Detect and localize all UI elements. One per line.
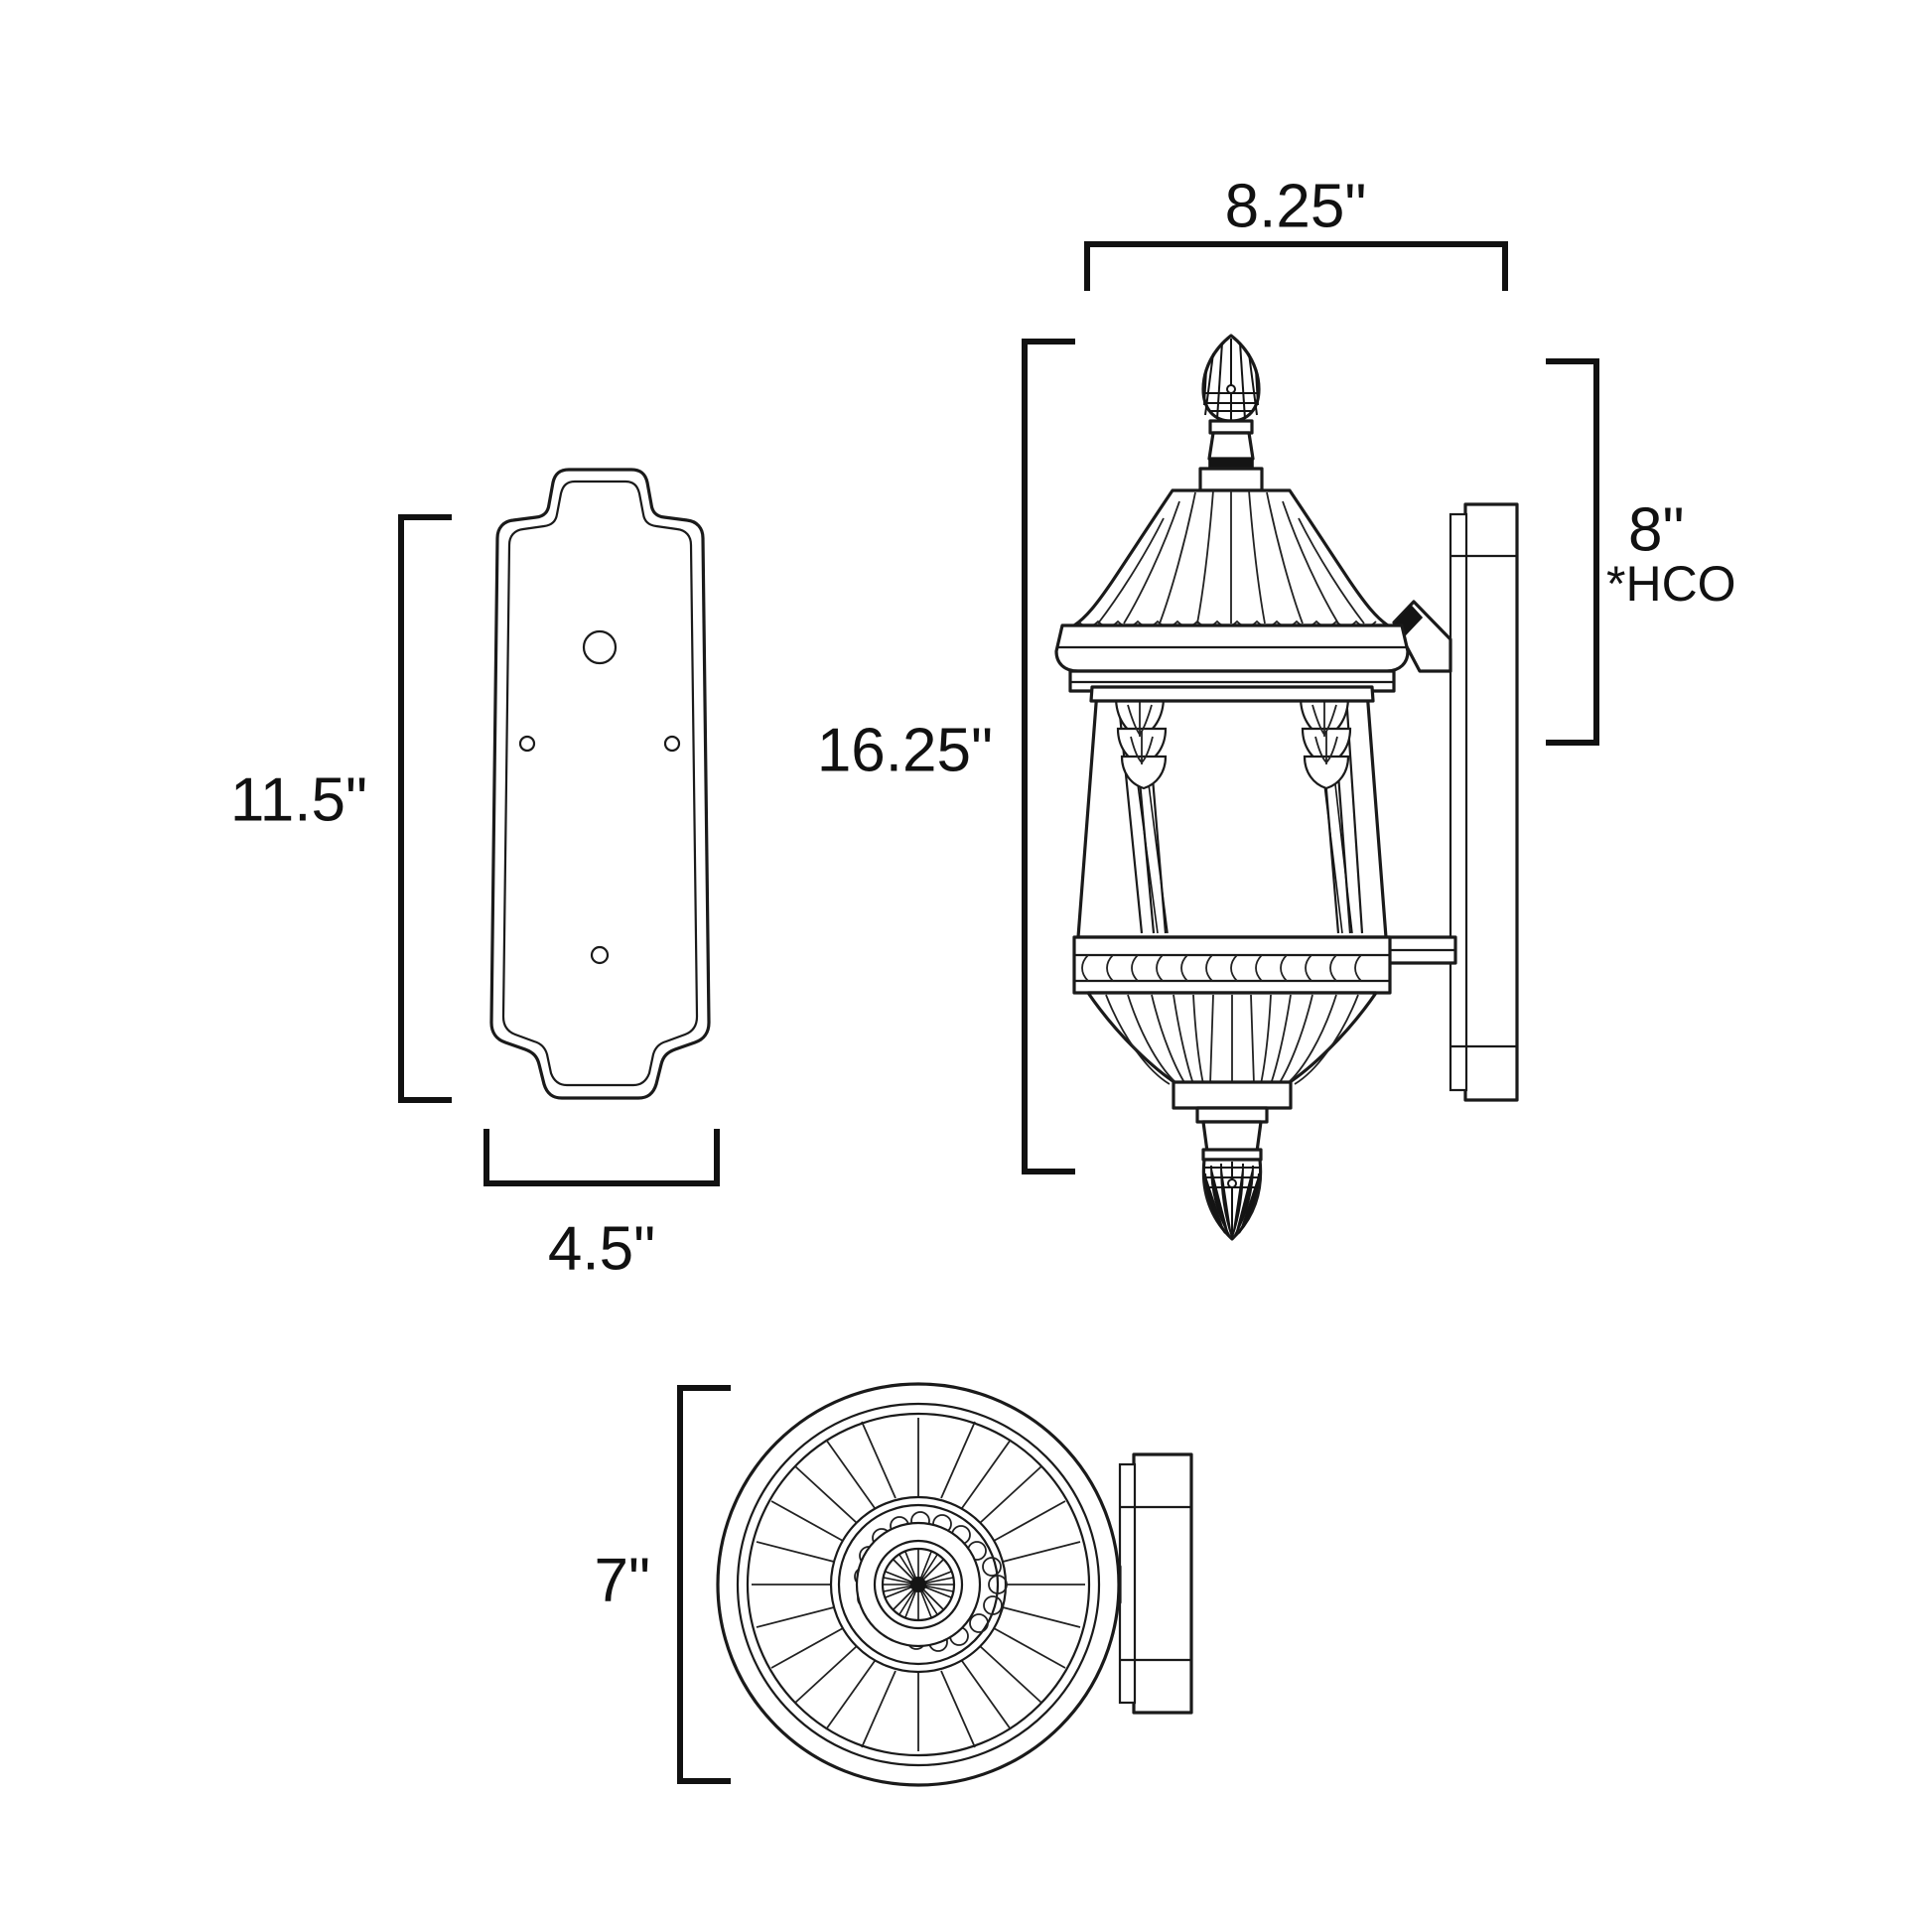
bead-band-beads [1081,954,1362,982]
dim-11-5-bracket [398,514,452,1103]
dimension-7-inches [677,1385,731,1784]
top-view-rosette [881,1547,956,1622]
top-view-third-ring [746,1412,1091,1757]
dimension-16-25-inches [1022,339,1075,1174]
lantern-crown [1054,488,1410,693]
top-view-wall-plate [1098,1452,1193,1715]
cage-top-rail [1089,685,1375,703]
lower-bowl-flutes [1105,994,1359,1085]
top-finial-plinth [1198,467,1264,492]
lantern-cage [1076,685,1388,939]
dim-8-25-bracket [1084,241,1508,291]
wall-plate-body [1463,502,1519,1102]
wall-mount-plate [1449,502,1519,1102]
dim-label-11-5: 11.5" [230,765,367,834]
bottom-finial-neck [1201,1120,1263,1154]
dimension-11-5-inches [398,514,452,1103]
dim-16-25-bracket [1022,339,1075,1174]
backplate-center-keyhole [582,629,618,665]
bottom-finial-hatch [1204,1162,1260,1239]
top-finial-bead [1226,384,1236,394]
wall-plate-edge [1449,512,1468,1092]
dim-label-16-25: 16.25" [817,716,993,784]
lantern-top-view [716,1382,1193,1787]
bottom-finial-collar-a [1195,1106,1269,1124]
lantern-bead-band [1072,935,1392,995]
cage-leaf-left [1114,695,1168,790]
top-finial-collar-a [1208,419,1254,435]
top-view-second-ring [736,1402,1101,1767]
lower-bowl-plinth [1172,1080,1293,1110]
top-finial-neck [1207,431,1255,461]
backplate-bottom-screw-hole [590,945,610,965]
dim-8-hco-bracket [1546,358,1599,746]
top-finial [1198,334,1264,492]
bottom-finial [1195,1106,1269,1241]
lantern-lower-bowl [1086,991,1378,1110]
lantern-side-view [1054,334,1519,1241]
dim-4-5-bracket [483,1129,720,1186]
backplate-outer-outline [489,468,711,1100]
dim-label-4-5: 4.5" [548,1214,655,1283]
cage-leaf-right [1299,695,1352,790]
top-view-plate-edge [1118,1462,1137,1705]
backplate-inner-outline [501,480,699,1087]
top-view-rosette-center [910,1577,926,1592]
backplate-view [489,468,711,1100]
annotation-hco: *HCO [1606,556,1736,612]
dim-label-8-25: 8.25" [1225,172,1367,240]
backplate-left-screw-hole [518,735,536,753]
bottom-finial-bead [1227,1178,1237,1188]
dimension-4-5-inches [483,1129,720,1186]
dim-label-7: 7" [595,1546,651,1614]
backplate-right-screw-hole [663,735,681,753]
dimension-8-25-inches [1084,241,1508,291]
dim-7-bracket [677,1385,731,1784]
dimension-8-inches-hco [1546,358,1599,746]
crown-flutes [1097,489,1365,624]
top-view-plate-body [1132,1452,1193,1715]
dim-label-8-hco: 8" [1628,495,1685,564]
top-finial-hatch [1203,339,1259,421]
top-view-radial-ribs [752,1418,1085,1751]
